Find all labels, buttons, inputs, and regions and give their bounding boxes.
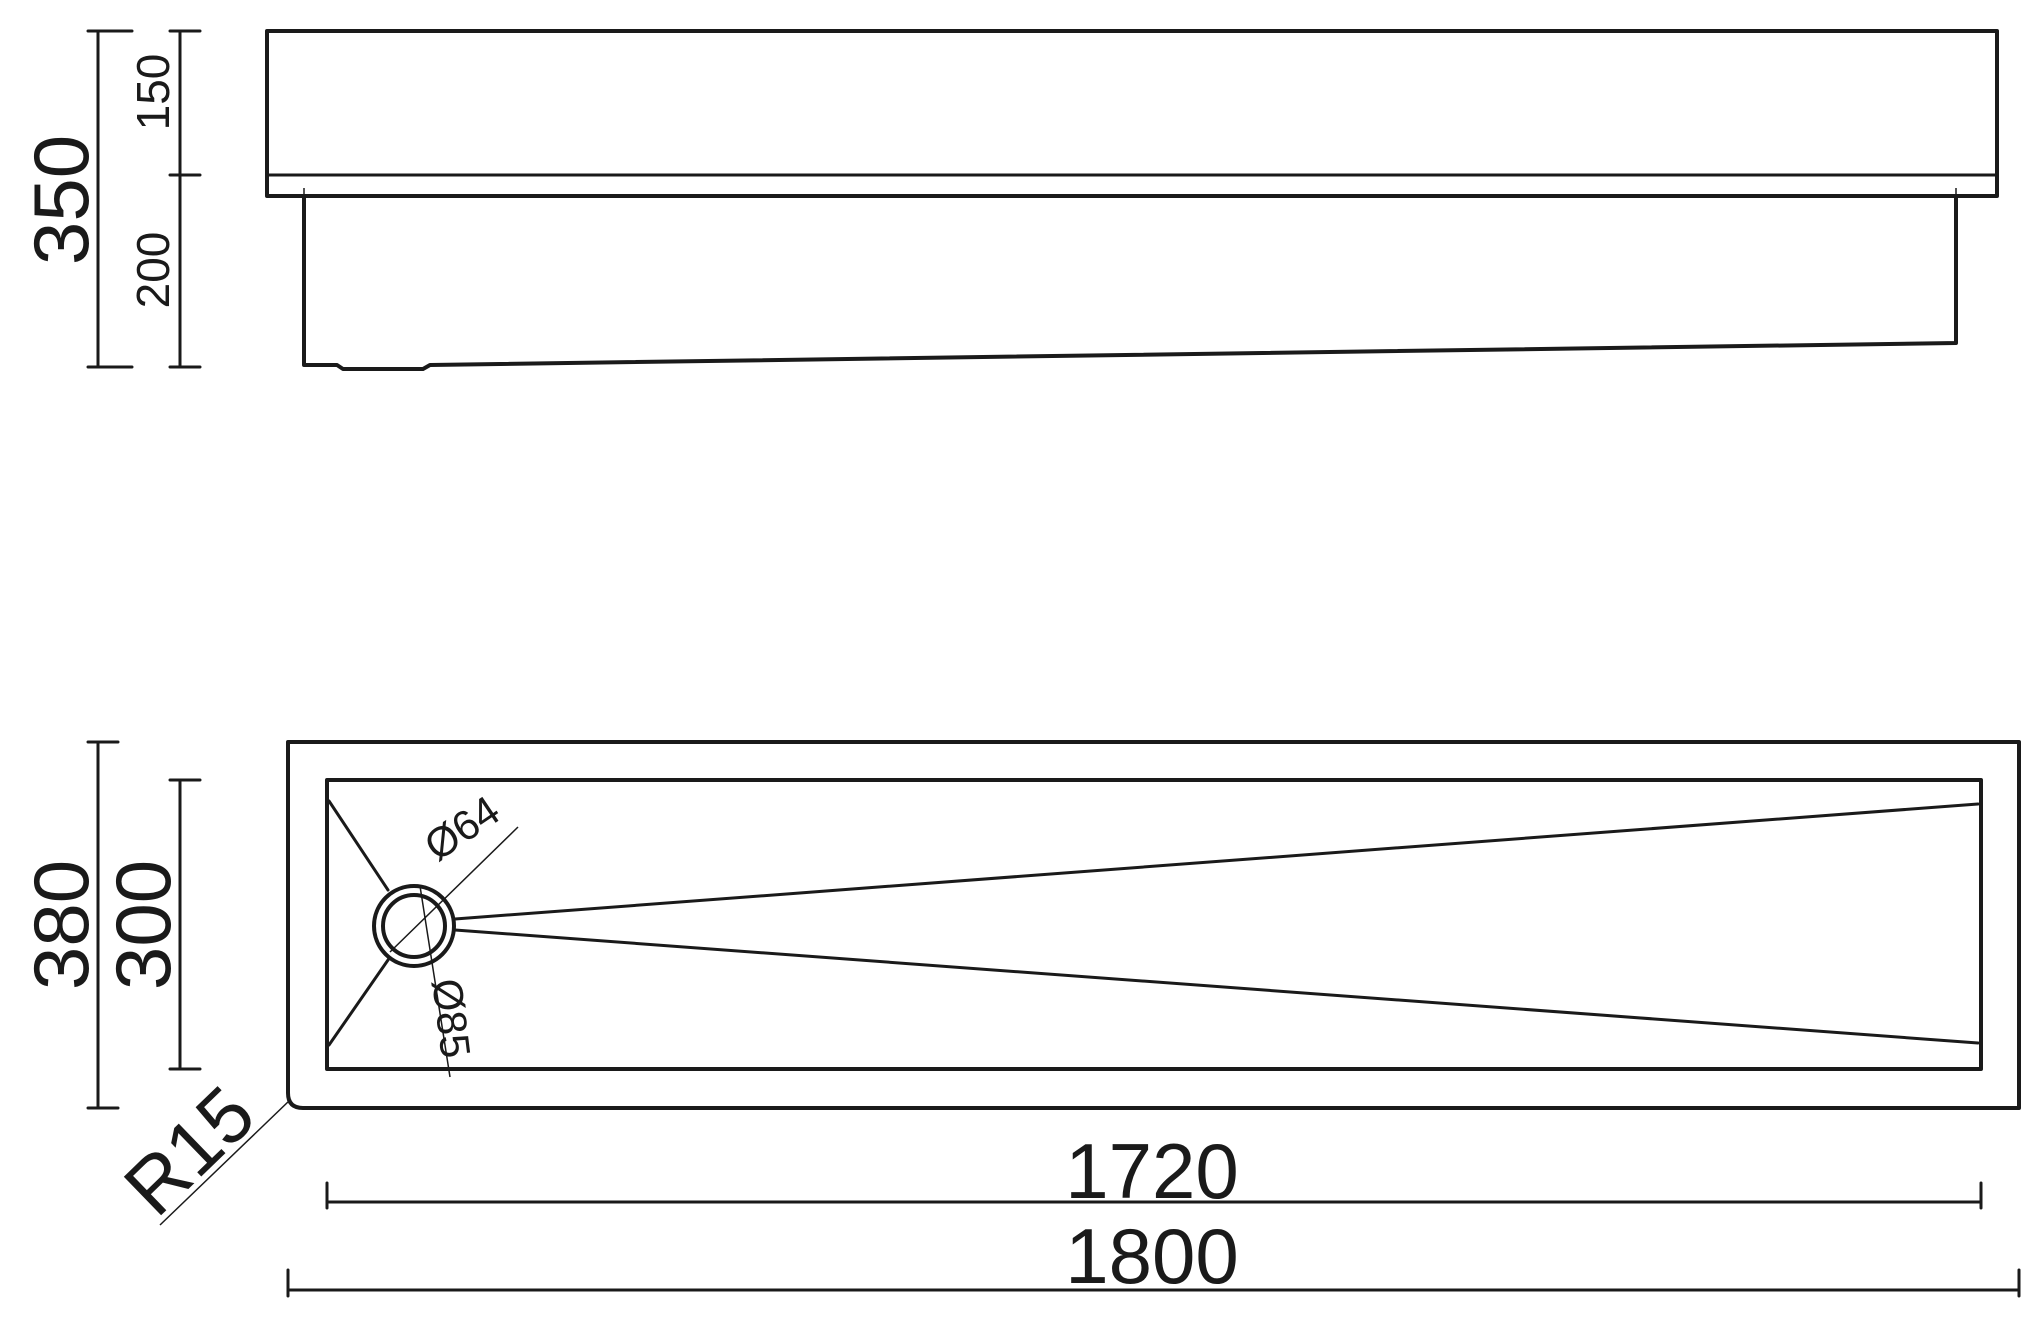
dim-r15-label: R15 bbox=[107, 1069, 271, 1232]
dim-d85-label: Ø85 bbox=[423, 976, 479, 1061]
dim-1800-label: 1800 bbox=[1065, 1212, 1239, 1300]
dim-r15-leader bbox=[159, 1099, 291, 1226]
side-basin-outline bbox=[302, 196, 1958, 371]
dim-380-label: 380 bbox=[17, 860, 105, 990]
top-outer-rim bbox=[286, 740, 2021, 1110]
top-inner-basin bbox=[325, 778, 1983, 1071]
dim-300-label: 300 bbox=[99, 860, 187, 990]
side-rim-outline bbox=[265, 29, 1999, 198]
waste-outer-circle bbox=[372, 884, 456, 968]
slope-line-upper bbox=[453, 802, 1980, 921]
top-view: Ø64 Ø85 380 300 R15 1720 1800 bbox=[17, 740, 2021, 1300]
dim-200-label: 200 bbox=[127, 232, 179, 309]
dim-1720-label: 1720 bbox=[1065, 1127, 1239, 1215]
dim-d85-leader bbox=[419, 885, 451, 1078]
dim-d64-label: Ø64 bbox=[416, 786, 508, 869]
side-view: 350 150 200 bbox=[17, 29, 1999, 371]
corner-line-upper bbox=[327, 799, 390, 892]
dim-150-label: 150 bbox=[127, 54, 179, 131]
slope-line-lower bbox=[453, 928, 1980, 1045]
corner-line-lower bbox=[327, 958, 390, 1047]
waste-inner-circle bbox=[381, 893, 447, 959]
dim-d64-leader bbox=[389, 826, 519, 953]
dim-350-label: 350 bbox=[17, 135, 105, 265]
